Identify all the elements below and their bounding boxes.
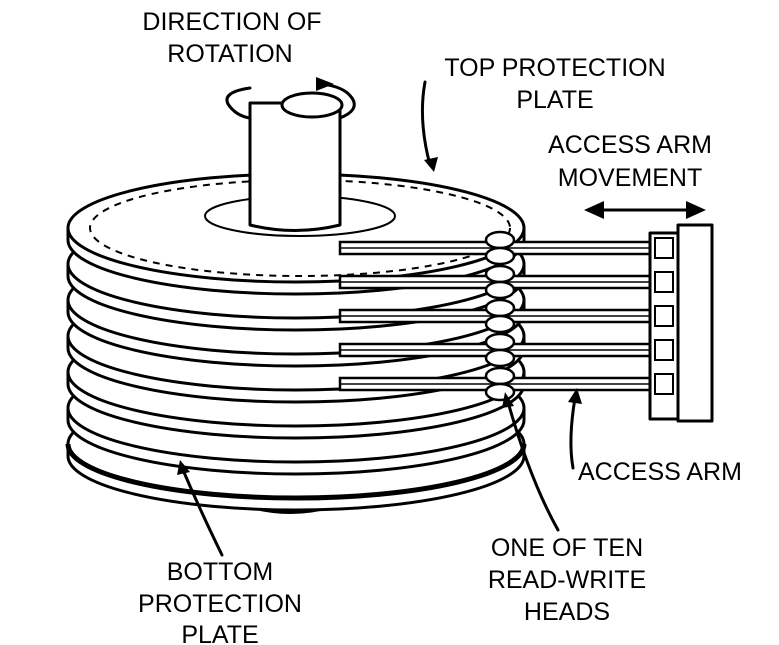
read-write-head: [484, 280, 516, 300]
read-write-head: [484, 332, 516, 352]
spindle-top: [248, 91, 344, 232]
label-rotation-line1: DIRECTION OF: [142, 8, 321, 36]
label-bottom-plate-line2: PROTECTION: [138, 590, 302, 618]
label-heads-line1: ONE OF TEN: [491, 534, 643, 562]
label-rotation-line2: ROTATION: [167, 40, 292, 68]
label-bottom-plate-line3: PLATE: [181, 621, 258, 645]
label-read-write-heads: ONE OF TEN READ-WRITE HEADS: [488, 534, 646, 626]
read-write-heads: [484, 230, 516, 402]
read-write-head: [484, 314, 516, 334]
access-arm-carriage: [648, 223, 714, 423]
label-top-protection-plate: TOP PROTECTION PLATE: [444, 54, 665, 114]
label-access-arm: ACCESS ARM: [578, 458, 742, 486]
read-write-head: [484, 264, 516, 284]
label-arm-movement-line1: ACCESS ARM: [548, 131, 712, 159]
label-top-plate-line1: TOP PROTECTION: [444, 54, 665, 82]
read-write-head: [484, 246, 516, 266]
label-top-plate-line2: PLATE: [516, 86, 593, 114]
read-write-head: [484, 230, 516, 250]
read-write-head: [484, 366, 516, 386]
label-direction-of-rotation: DIRECTION OF ROTATION: [142, 8, 321, 68]
read-write-head: [484, 382, 516, 402]
label-heads-line3: HEADS: [524, 598, 610, 626]
label-arm-movement-line2: MOVEMENT: [558, 164, 702, 192]
rotation-arrow-icon: [225, 77, 356, 120]
read-write-head: [484, 298, 516, 318]
label-bottom-plate-line1: BOTTOM: [167, 558, 273, 586]
arm-movement-arrow-icon: [584, 201, 706, 219]
label-pointers: [177, 80, 582, 557]
read-write-head: [484, 348, 516, 368]
label-heads-line2: READ-WRITE: [488, 566, 646, 594]
label-bottom-protection-plate: BOTTOM PROTECTION PLATE: [138, 558, 302, 645]
label-access-arm-movement: ACCESS ARM MOVEMENT: [548, 131, 712, 192]
